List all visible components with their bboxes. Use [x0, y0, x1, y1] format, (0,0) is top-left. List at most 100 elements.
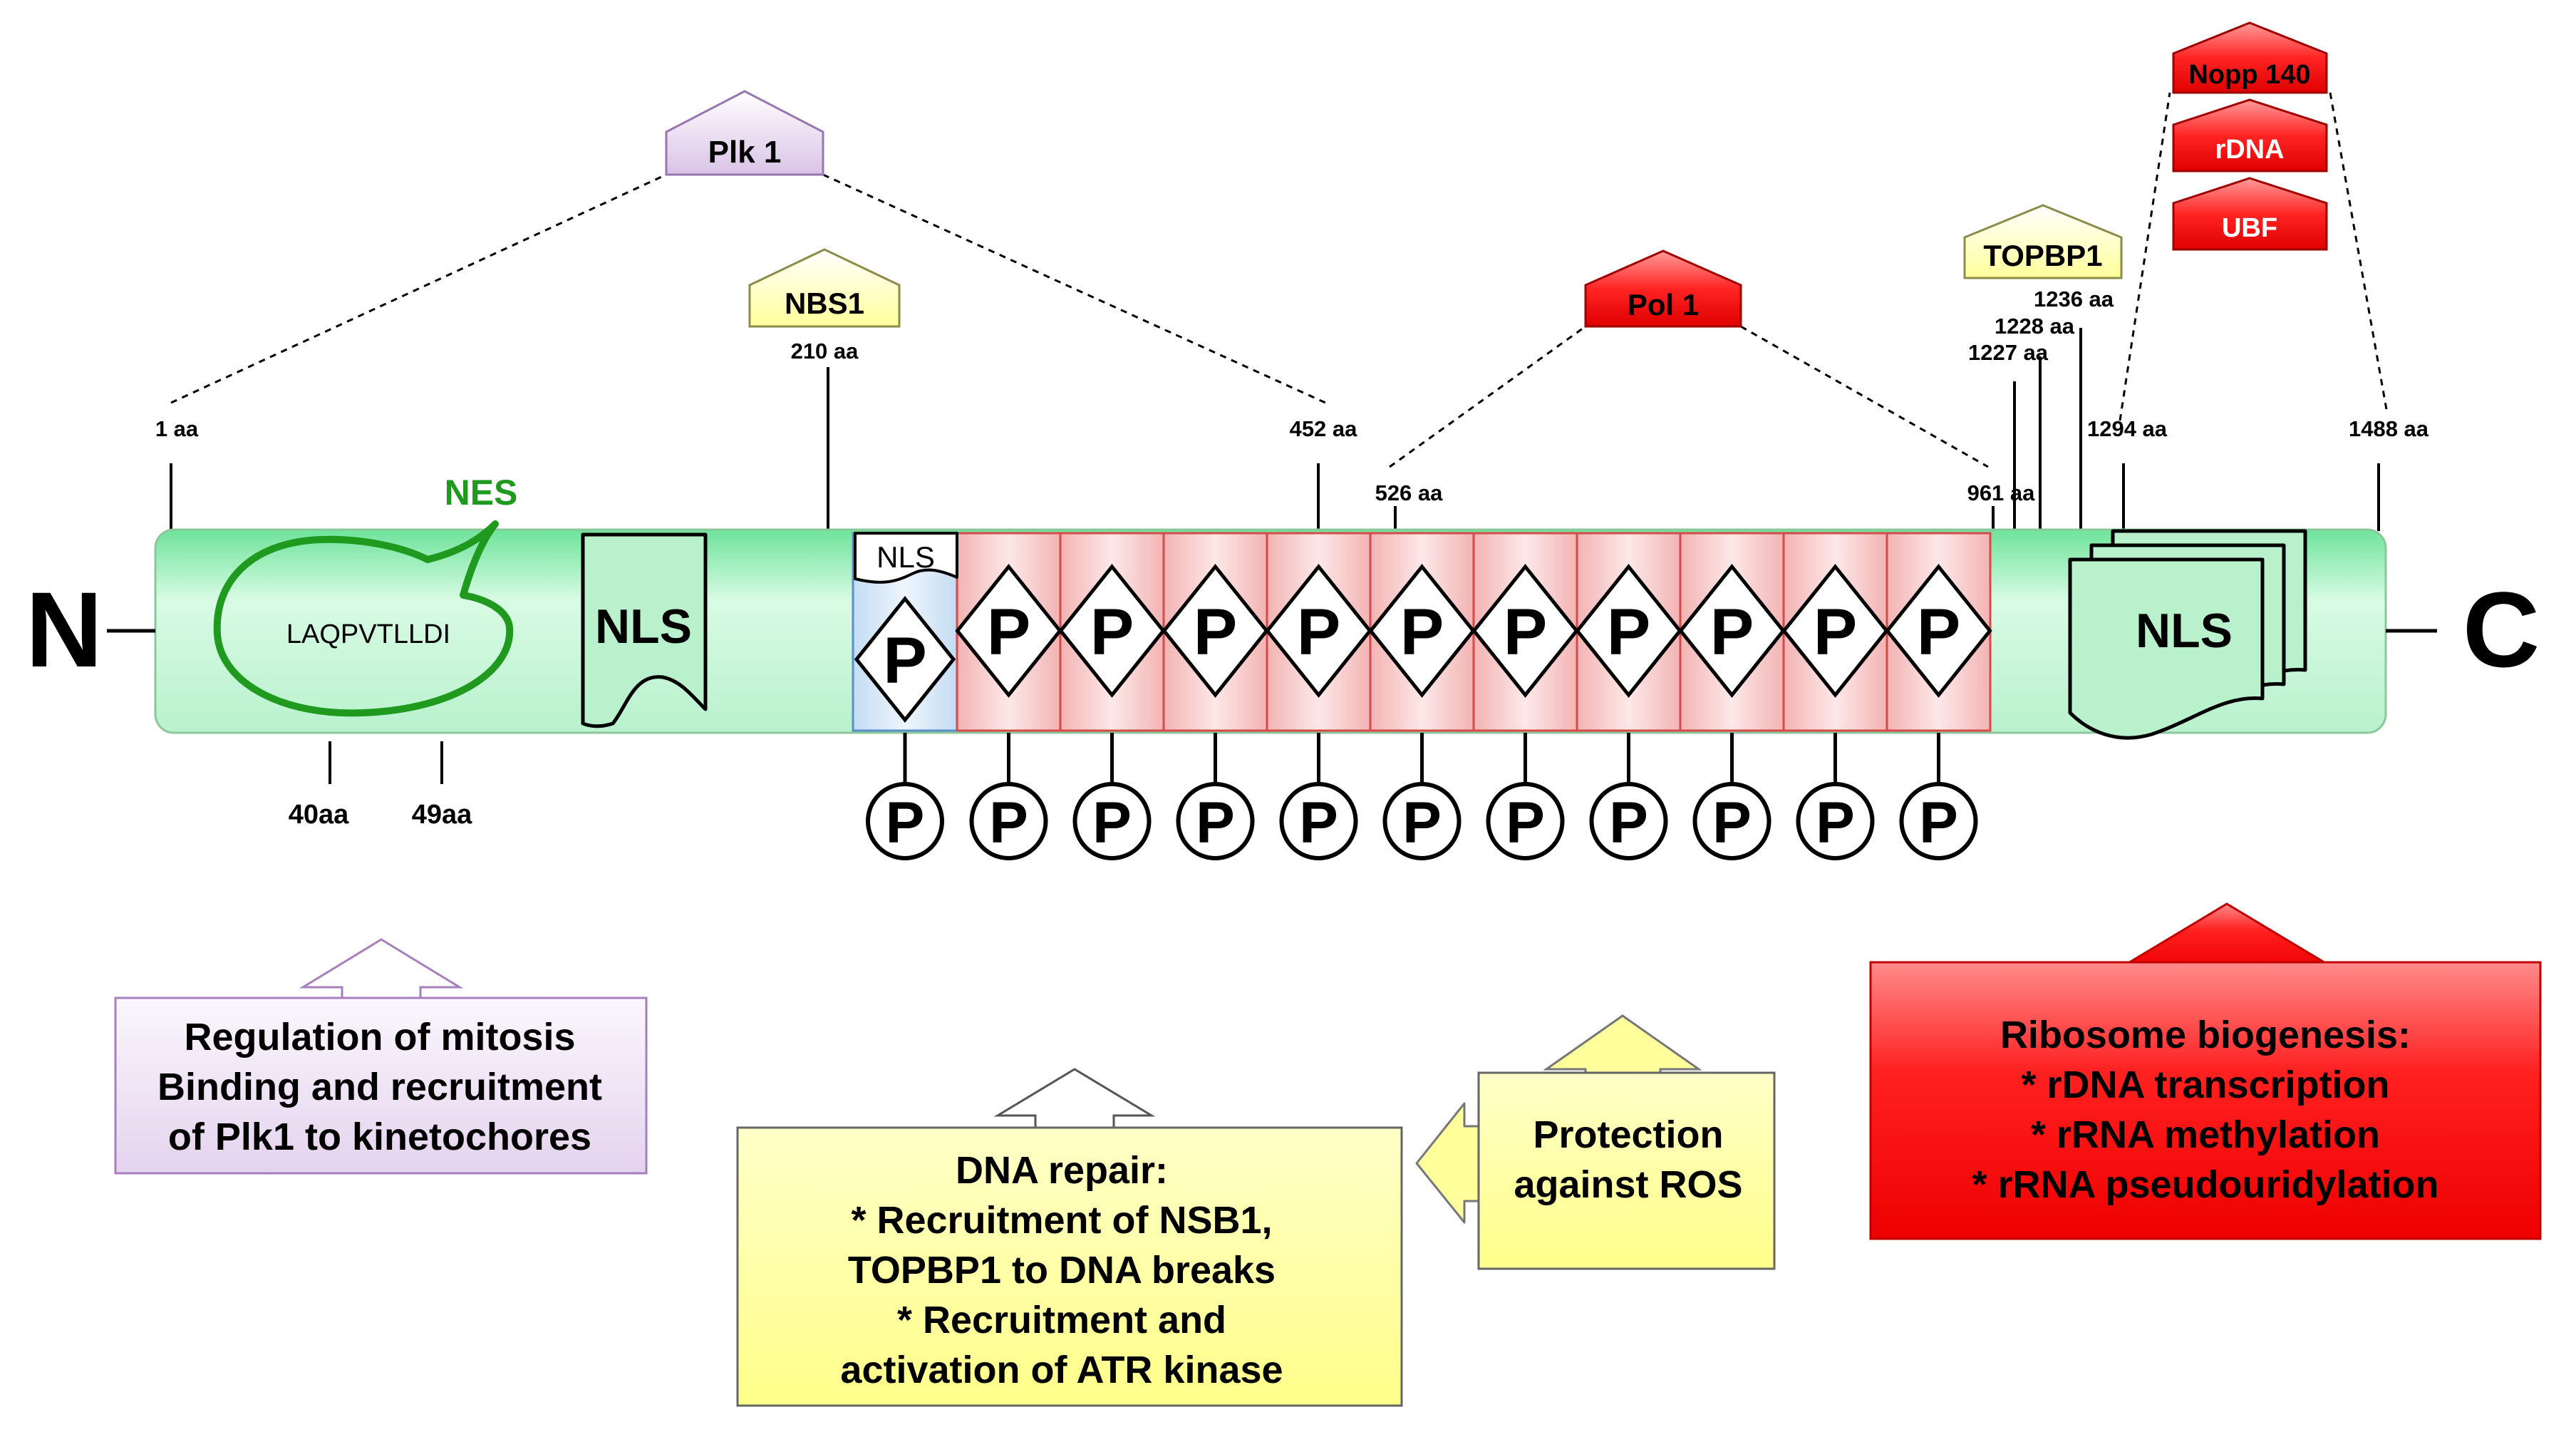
arrow-up-dna-repair — [993, 1068, 1156, 1131]
phosphosite-diamond — [1058, 563, 1166, 699]
phospho-circle — [1589, 782, 1668, 860]
partner-nopp140: Nopp 140 — [2172, 21, 2328, 94]
phosphosite-diamond-label: P — [883, 624, 926, 697]
phospho-circle — [1899, 782, 1978, 860]
arrow-up-mitosis — [299, 938, 464, 1003]
phosphosite-diamond — [1781, 563, 1889, 699]
ribosome-line-1: Ribosome biogenesis: — [2000, 1014, 2411, 1056]
phospho-circle-label: P — [886, 790, 925, 855]
phospho-circle — [969, 782, 1048, 860]
ros-line-2: against ROS — [1514, 1163, 1742, 1206]
function-ros: Protection against ROS — [1415, 1014, 1776, 1270]
pos-1: 1 aa — [155, 416, 199, 441]
nes-motif: NES LAQPVTLLDI — [213, 473, 518, 717]
ribosome-line-2: * rDNA transcription — [2021, 1063, 2389, 1106]
dna-repair-line-1: DNA repair: — [956, 1149, 1168, 1192]
function-ribosome: Ribosome biogenesis: * rDNA transcriptio… — [1869, 902, 2542, 1240]
partner-pol1-label: Pol 1 — [1628, 288, 1699, 321]
nes-label: NES — [445, 473, 518, 512]
pos-1227: 1227 aa — [1968, 340, 2049, 365]
phosphosite-diamond-label: P — [1607, 596, 1650, 669]
c-terminus-label: C — [2463, 570, 2540, 689]
function-mitosis: Regulation of mitosis Binding and recrui… — [114, 938, 648, 1175]
n-terminus-label: N — [26, 570, 103, 689]
partner-rdna-label: rDNA — [2215, 135, 2284, 165]
phosphosite-diamond-label: P — [1194, 596, 1237, 669]
phospho-circle-label: P — [989, 790, 1028, 855]
pos-1294: 1294 aa — [2087, 416, 2168, 441]
phosphosite-diamond — [1471, 563, 1579, 699]
phospho-circle — [866, 782, 944, 860]
pos-452: 452 aa — [1290, 416, 1358, 441]
phospho-circle-label: P — [1816, 790, 1855, 855]
phospho-circle-label: P — [1712, 790, 1752, 855]
partner-plk1-label: Plk 1 — [708, 135, 782, 170]
phosphosite-diamond — [955, 563, 1062, 699]
nes-sequence: LAQPVTLLDI — [286, 619, 450, 649]
phospho-circle-label: P — [1196, 790, 1235, 855]
phosphosite-diamond — [1575, 563, 1682, 699]
pos-40: 40aa — [289, 800, 349, 830]
function-dna-repair: DNA repair: * Recruitment of NSB1, TOPBP… — [736, 1068, 1403, 1407]
partner-topbp1-label: TOPBP1 — [1983, 239, 2102, 272]
phosphosite-diamond-label: P — [1400, 596, 1444, 669]
phosphosite-diamond-label: P — [1917, 596, 1960, 669]
phospho-circle-label: P — [1092, 790, 1132, 855]
nls-label-3: NLS — [2136, 604, 2233, 658]
phosphosite-diamond-label: P — [1814, 596, 1857, 669]
phosphosite-diamond — [1162, 563, 1269, 699]
pos-1228: 1228 aa — [1995, 314, 2075, 339]
pos-526: 526 aa — [1375, 480, 1444, 505]
nls-motif-2: NLS — [854, 532, 958, 584]
position-ticks — [170, 328, 2380, 784]
phosphosite-diamond-label: P — [1504, 596, 1547, 669]
dna-repair-line-2: * Recruitment of NSB1, — [851, 1199, 1272, 1242]
phosphosite-diamond — [1368, 563, 1476, 699]
position-labels: 1 aa 210 aa 452 aa 526 aa 961 aa 1227 aa… — [155, 287, 2429, 830]
phospho-circle — [1072, 782, 1152, 860]
ribosome-line-4: * rRNA pseudouridylation — [1972, 1163, 2438, 1206]
ribosome-line-3: * rRNA methylation — [2031, 1113, 2380, 1156]
partner-ubf: UBF — [2172, 177, 2328, 251]
partner-topbp1: TOPBP1 — [1963, 204, 2123, 279]
phospho-circle — [1796, 782, 1875, 860]
binding-connectors — [170, 92, 2389, 468]
partner-nbs1-label: NBS1 — [785, 287, 864, 320]
partner-nbs1: NBS1 — [748, 248, 901, 328]
dna-repair-line-5: activation of ATR kinase — [840, 1349, 1283, 1391]
ros-line-1: Protection — [1533, 1113, 1723, 1156]
phospho-circle — [1486, 782, 1565, 860]
phospho-circle-label: P — [1299, 790, 1338, 855]
mitosis-line-2: Binding and recruitment — [157, 1066, 602, 1108]
nls-label-2: NLS — [876, 540, 935, 574]
nes-bubble — [213, 520, 514, 717]
phosphosite-diamond — [1265, 563, 1372, 699]
phospho-circle-label: P — [1919, 790, 1958, 855]
phospho-circle — [1279, 782, 1358, 860]
phospho-circle — [1692, 782, 1771, 860]
pos-49: 49aa — [412, 800, 472, 830]
phospho-circle — [1382, 782, 1462, 860]
phospho-circle-label: P — [1609, 790, 1648, 855]
phospho-circle-label: P — [1506, 790, 1545, 855]
mitosis-line-3: of Plk1 to kinetochores — [168, 1116, 591, 1158]
phosphosite-diamond-label: P — [1710, 596, 1754, 669]
nls-label-1: NLS — [595, 599, 692, 654]
phospho-circle-label: P — [1402, 790, 1442, 855]
phosphosite-diamond-label: P — [1090, 596, 1134, 669]
phosphosite-diamond-label: P — [987, 596, 1030, 669]
nls-motif-1: NLS — [581, 532, 708, 728]
dna-repair-line-3: TOPBP1 to DNA breaks — [848, 1249, 1276, 1292]
arrow-up-ribosome — [2123, 902, 2331, 971]
partner-rdna: rDNA — [2172, 98, 2328, 172]
arrow-up-ros — [1543, 1014, 1702, 1078]
partner-ubf-label: UBF — [2222, 213, 2277, 243]
phosphosite-diamond — [1678, 563, 1786, 699]
pos-210: 210 aa — [791, 339, 859, 364]
pos-961: 961 aa — [1967, 480, 2036, 505]
phosphosite-diamond — [854, 595, 956, 723]
